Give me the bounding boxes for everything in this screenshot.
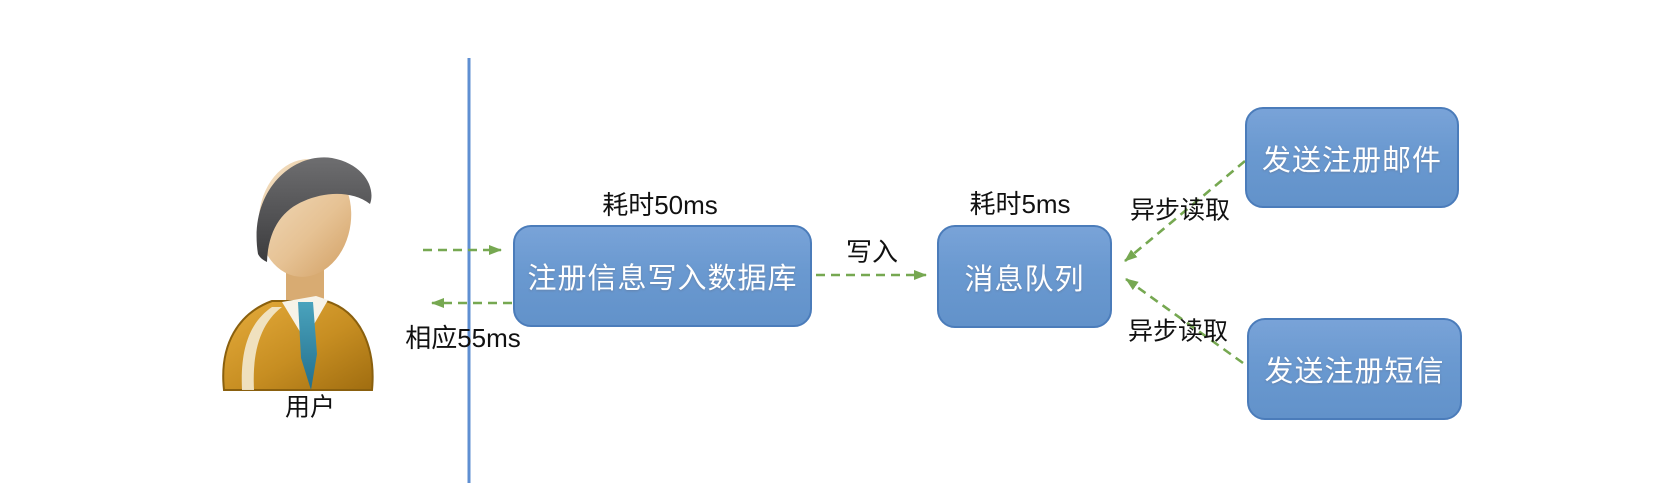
label-async-read-email: 异步读取 bbox=[1129, 196, 1231, 225]
label-queue-elapsed-time: 耗时5ms bbox=[969, 189, 1071, 219]
node-message-queue: 消息队列 bbox=[937, 225, 1112, 328]
node-send-sms: 发送注册短信 bbox=[1247, 318, 1462, 420]
label-db-elapsed-time: 耗时50ms bbox=[602, 190, 718, 220]
node-send-email: 发送注册邮件 bbox=[1245, 107, 1459, 208]
label-write: 写入 bbox=[845, 237, 899, 267]
label-response-time: 相应55ms bbox=[405, 323, 521, 353]
label-async-read-sms: 异步读取 bbox=[1127, 317, 1229, 346]
label-user: 用户 bbox=[284, 393, 336, 422]
person-icon bbox=[222, 157, 374, 391]
node-register-db: 注册信息写入数据库 bbox=[513, 225, 812, 327]
